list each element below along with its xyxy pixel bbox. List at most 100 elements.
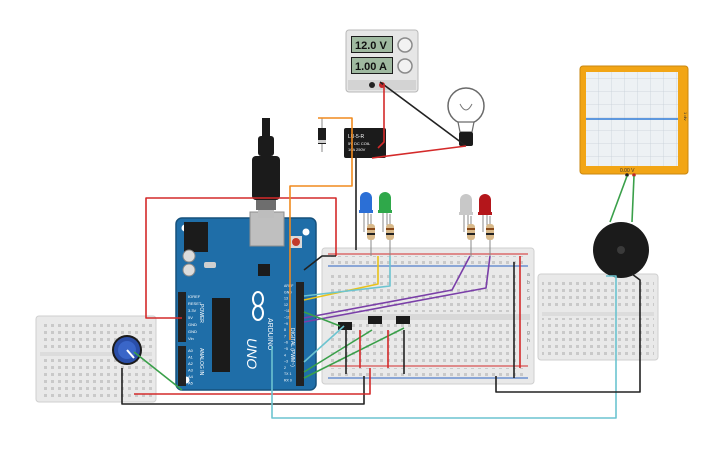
led-red[interactable] <box>478 194 492 232</box>
digital-pin-label-3: 12 <box>284 303 288 307</box>
digital-pin-label-14: TX 1 <box>284 372 291 376</box>
wire-yellow-pin <box>303 256 379 301</box>
row-letter-d: d <box>527 296 530 302</box>
scope-readout: 0.00 V <box>620 168 635 174</box>
breadboard-main[interactable] <box>321 247 535 385</box>
wire-red-5v-to-breadboard <box>145 197 337 319</box>
analog-pin-label-3: A3 <box>188 368 194 373</box>
digital-pin-label-13: 2 <box>284 366 286 370</box>
wire-red-bottom-loop <box>134 368 371 395</box>
row-letter-f: f <box>527 322 529 328</box>
power-header <box>178 292 186 342</box>
digital-header <box>296 282 304 386</box>
power-pin-label-4: GND <box>188 322 197 327</box>
wire-green-pot <box>133 351 183 391</box>
wire-green-scope-2 <box>631 175 635 223</box>
digital-pin-label-8: 7 <box>284 334 286 338</box>
analog-pin-label-4: A4 <box>188 374 194 379</box>
analog-header-label: ANALOG IN <box>198 348 204 376</box>
analog-pin-label-1: A1 <box>188 355 194 360</box>
digital-pin-label-0: AREF <box>284 284 293 288</box>
relay-label-3: 10A 250V <box>348 147 366 152</box>
power-pin-label-5: GND <box>188 329 197 334</box>
digital-pin-label-11: 4 <box>284 353 286 357</box>
wire-orange-relay <box>289 117 353 340</box>
led-white[interactable] <box>459 194 473 232</box>
wire-green-scope-1 <box>609 175 628 223</box>
voltage-knob[interactable] <box>397 37 413 53</box>
power-header-label: POWER <box>198 304 204 323</box>
current-knob[interactable] <box>397 58 413 74</box>
resistor-4[interactable] <box>486 216 494 256</box>
oscilloscope[interactable]: 0.00 V 1 div <box>579 65 689 177</box>
piezo-buzzer[interactable] <box>593 222 649 278</box>
diode[interactable] <box>318 118 326 152</box>
wire-black-supply-bulb <box>379 81 467 147</box>
wire-cyan-pin <box>303 256 391 297</box>
potentiometer[interactable] <box>112 335 142 365</box>
wire-black-buzzer <box>495 273 641 393</box>
row-letter-j: j <box>526 354 528 360</box>
arduino-uno-board[interactable]: ARDUINO UNO POWER ANALOG IN DIGITAL (PWM… <box>175 211 317 391</box>
analog-pin-label-5: A5 <box>188 381 194 386</box>
pushbutton-2[interactable] <box>368 316 382 324</box>
analog-pin-label-0: A0 <box>188 348 194 353</box>
analog-header <box>178 346 186 386</box>
digital-pin-label-1: GND <box>284 290 292 294</box>
digital-pin-label-5: ~10 <box>284 316 290 320</box>
pushbutton-3[interactable] <box>396 316 410 324</box>
row-letter-g: g <box>527 330 530 336</box>
dc-jack <box>184 222 208 252</box>
row-letter-b: b <box>527 280 530 286</box>
arduino-model: UNO <box>244 338 260 369</box>
digital-pin-label-10: ~5 <box>284 347 288 351</box>
breadboard-right[interactable] <box>537 273 659 361</box>
atmega-chip <box>212 298 230 372</box>
resistor-2[interactable] <box>386 214 394 256</box>
digital-pin-label-6: ~9 <box>284 322 288 326</box>
wire-green-pin-1 <box>303 311 341 327</box>
row-letter-i: i <box>527 346 528 352</box>
wire-cyan-buzzer <box>303 325 345 363</box>
digital-pin-label-15: RX 0 <box>284 379 292 383</box>
relay[interactable]: LU-5-R 5V DC COIL 10A 250V <box>344 128 386 158</box>
usb-cable[interactable] <box>252 118 280 218</box>
analog-pin-label-2: A2 <box>188 361 194 366</box>
wire-purple-pin-1 <box>303 255 471 319</box>
row-letter-h: h <box>527 338 530 344</box>
digital-pin-label-2: 13 <box>284 297 288 301</box>
relay-label-1: LU-5-R <box>348 134 365 140</box>
row-letter-c: c <box>527 288 530 294</box>
digital-header-label: DIGITAL (PWM~) <box>289 328 295 367</box>
digital-pin-label-7: 8 <box>284 328 286 332</box>
resistor-1[interactable] <box>367 214 375 256</box>
voltage-readout: 12.0 V <box>355 40 387 52</box>
power-pin-label-1: RESET <box>188 301 202 306</box>
row-letter-e: e <box>527 304 530 310</box>
relay-label-2: 5V DC COIL <box>348 141 371 146</box>
wire-black-gnd-top <box>303 255 336 271</box>
row-letter-a: a <box>527 272 530 278</box>
power-pin-label-2: 3.3V <box>188 308 197 313</box>
wire-red-relay-bulb <box>371 145 467 159</box>
resistor-3[interactable] <box>467 216 475 256</box>
power-pin-labels: IOREF RESET 3.3V 5V GND GND Vin <box>188 294 202 341</box>
wire-purple-pin-2 <box>303 255 491 323</box>
digital-pin-label-9: ~6 <box>284 341 288 345</box>
arduino-logo <box>252 291 264 321</box>
power-pin-label-3: 5V <box>188 315 193 320</box>
wire-black-bottom-loop <box>121 368 365 405</box>
pushbutton-1[interactable] <box>338 322 352 330</box>
scope-side-label: 1 div <box>683 112 688 120</box>
wires <box>121 81 641 419</box>
arduino-brand: ARDUINO <box>266 318 273 351</box>
current-readout: 1.00 A <box>355 61 387 73</box>
wire-red-supply-relay <box>377 84 385 149</box>
power-pin-label-0: IOREF <box>188 294 201 299</box>
digital-pin-label-4: ~11 <box>284 309 290 313</box>
power-pin-label-6: Vin <box>188 336 194 341</box>
